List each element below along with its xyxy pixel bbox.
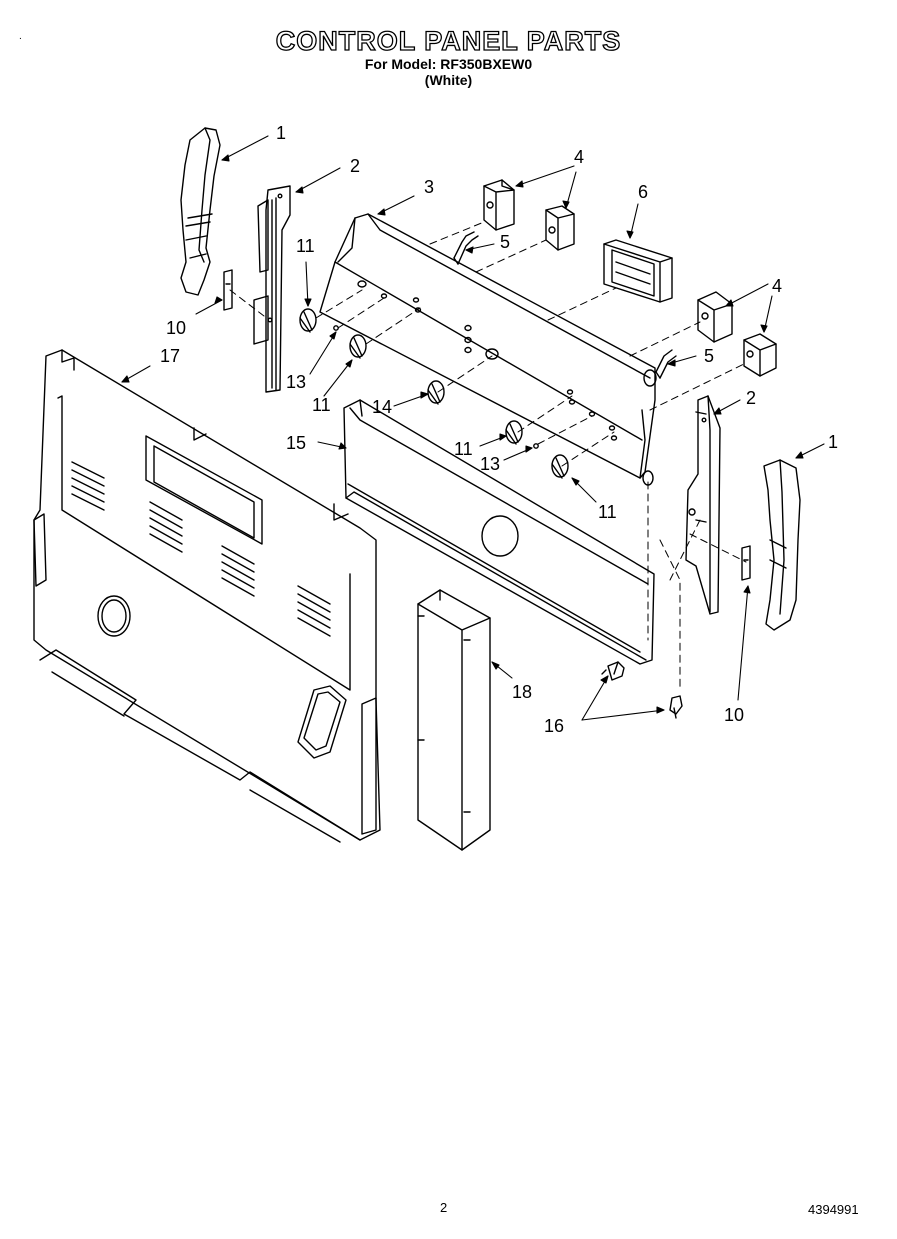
callout-11-c: 11 xyxy=(454,439,473,459)
callout-14: 14 xyxy=(372,397,392,417)
callout-1-left: 1 xyxy=(276,123,286,143)
part-10-right-clip xyxy=(741,545,751,581)
part-17-rear-panel xyxy=(33,349,381,843)
part-16-screw-lower xyxy=(669,695,683,719)
part-4-switch-upper-left xyxy=(483,179,515,231)
part-15-trim-panel xyxy=(343,399,655,665)
part-3-control-panel xyxy=(319,213,657,486)
leader-lines xyxy=(121,135,825,721)
callout-15: 15 xyxy=(286,433,306,453)
part-2-right-bracket xyxy=(685,395,721,615)
callout-2-right: 2 xyxy=(746,388,756,408)
part-16-screw-upper xyxy=(601,661,625,681)
callout-4-right: 4 xyxy=(772,276,782,296)
callout-5-right: 5 xyxy=(704,346,714,366)
part-11-knob-a xyxy=(299,308,317,333)
part-11-knob-d xyxy=(551,454,569,479)
part-10-left-clip xyxy=(223,269,233,311)
callout-5-top: 5 xyxy=(500,232,510,252)
callout-2-left: 2 xyxy=(350,156,360,176)
callout-11-b: 11 xyxy=(312,395,331,415)
part-11-knob-b xyxy=(349,334,367,359)
callout-10-right: 10 xyxy=(724,705,744,725)
callout-numbers: 1 2 3 4 5 6 11 10 17 13 11 14 15 11 13 1… xyxy=(160,123,838,736)
callout-11-a: 11 xyxy=(296,236,315,256)
callout-13-left: 13 xyxy=(286,372,306,392)
part-4-switch-upper-right xyxy=(545,205,575,251)
page-title: CONTROL PANEL PARTS xyxy=(275,25,622,56)
callout-3: 3 xyxy=(424,177,434,197)
diagram-header: CONTROL PANEL PARTS For Model: RF350BXEW… xyxy=(0,25,897,88)
callout-10-left: 10 xyxy=(166,318,186,338)
part-14-center-knob xyxy=(427,380,445,405)
callout-11-d: 11 xyxy=(598,502,617,522)
part-13-spring-right xyxy=(533,443,539,449)
part-4-switch-lower-right xyxy=(743,333,777,377)
part-5-harness-lower xyxy=(655,349,677,379)
document-number: 4394991 xyxy=(808,1202,859,1217)
callout-6: 6 xyxy=(638,182,648,202)
callout-4-top: 4 xyxy=(574,147,584,167)
part-2-left-bracket xyxy=(253,185,291,393)
corner-mark: . xyxy=(19,31,22,42)
callout-1-right: 1 xyxy=(828,432,838,452)
callout-17: 17 xyxy=(160,346,180,366)
callout-13-right: 13 xyxy=(480,454,500,474)
part-11-knob-c xyxy=(505,420,523,445)
part-1-left-end-cap xyxy=(180,127,221,296)
part-1-right-end-cap xyxy=(763,459,801,631)
model-subtitle: For Model: RF350BXEW0 xyxy=(364,56,533,72)
part-4-switch-lower-left xyxy=(697,291,733,343)
color-variant: (White) xyxy=(424,72,473,88)
callout-18: 18 xyxy=(512,682,532,702)
page-number: 2 xyxy=(440,1200,448,1215)
part-18-corner-channel xyxy=(417,589,491,851)
callout-16: 16 xyxy=(544,716,564,736)
part-6-display-module xyxy=(603,239,673,303)
part-5-harness-upper xyxy=(453,231,479,265)
